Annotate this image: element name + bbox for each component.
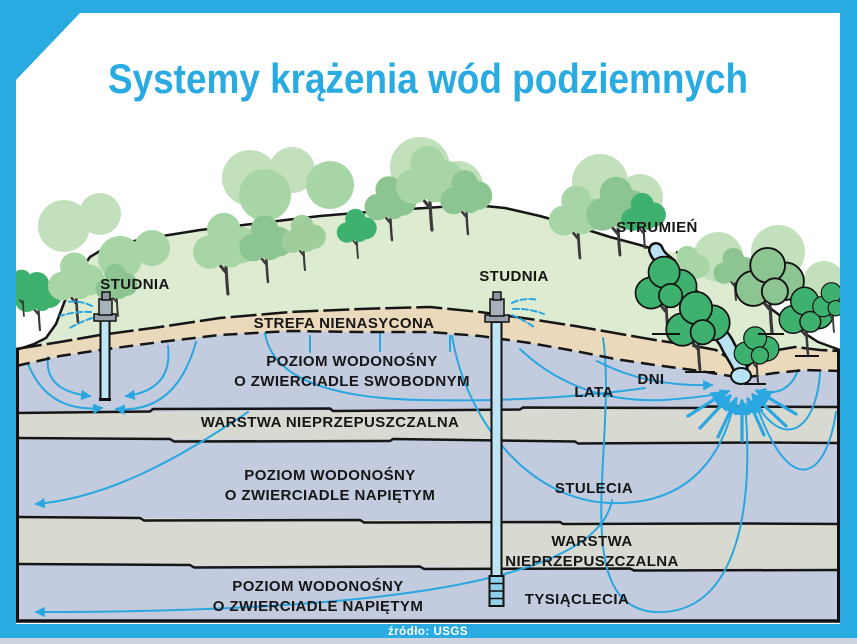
mid-canopies [98,161,354,280]
label-well-right: STUDNIA [479,268,548,285]
groundwater-diagram: STUDNIA STUDNIA STRUMIEŃ STREFA NIENASYC… [3,137,854,623]
label-time-years: LATA [574,384,613,401]
label-stream: STRUMIEŃ [616,219,698,236]
confined-aquifer-2-region [16,564,840,621]
groundwater-flow-lines [27,332,837,618]
label-unsaturated-zone: STREFA NIENASYCONA [254,315,435,332]
tree-shadows [652,333,819,385]
well-spray [59,300,93,330]
label-impermeable-layer-2-line1: WARSTWA [551,533,632,550]
label-unconfined-aquifer-line1: POZIOM WODONOŚNY [266,352,437,370]
unconfined-aquifer-region [16,331,840,413]
label-well-left: STUDNIA [100,276,169,293]
discharge-arrows [686,389,798,443]
label-impermeable-layer-1: WARSTWA NIEPRZEPUSZCZALNA [201,414,460,431]
label-unconfined-aquifer-line2: O ZWIERCIADLE SWOBODNYM [234,373,470,390]
impermeable-layer-2-region [16,517,840,570]
bottom-strip [0,638,857,644]
impermeable-layer-1-region [16,407,840,443]
label-impermeable-layer-2-line2: NIEPRZEPUSZCZALNA [505,553,678,570]
label-confined-aquifer-2-line2: O ZWIERCIADLE NAPIĘTYM [213,598,423,615]
label-time-millennia: TYSIĄCLECIA [525,591,629,608]
source-credit: źródło: USGS [388,626,468,638]
label-time-centuries: STULECIA [555,480,633,497]
label-time-days: DNI [637,371,664,388]
slide-title: Systemy krążenia wód podziemnych [108,55,748,102]
label-confined-aquifer-1-line2: O ZWIERCIADLE NAPIĘTYM [225,487,435,504]
well-deep [484,291,545,607]
unsaturated-zone-band [16,307,840,378]
well-shallow [59,291,117,401]
label-confined-aquifer-2-line1: POZIOM WODONOŚNY [232,577,403,595]
diagram-borders [16,349,840,623]
trees [3,137,854,385]
well-spray [511,298,545,328]
label-confined-aquifer-1-line1: POZIOM WODONOŚNY [244,466,415,484]
